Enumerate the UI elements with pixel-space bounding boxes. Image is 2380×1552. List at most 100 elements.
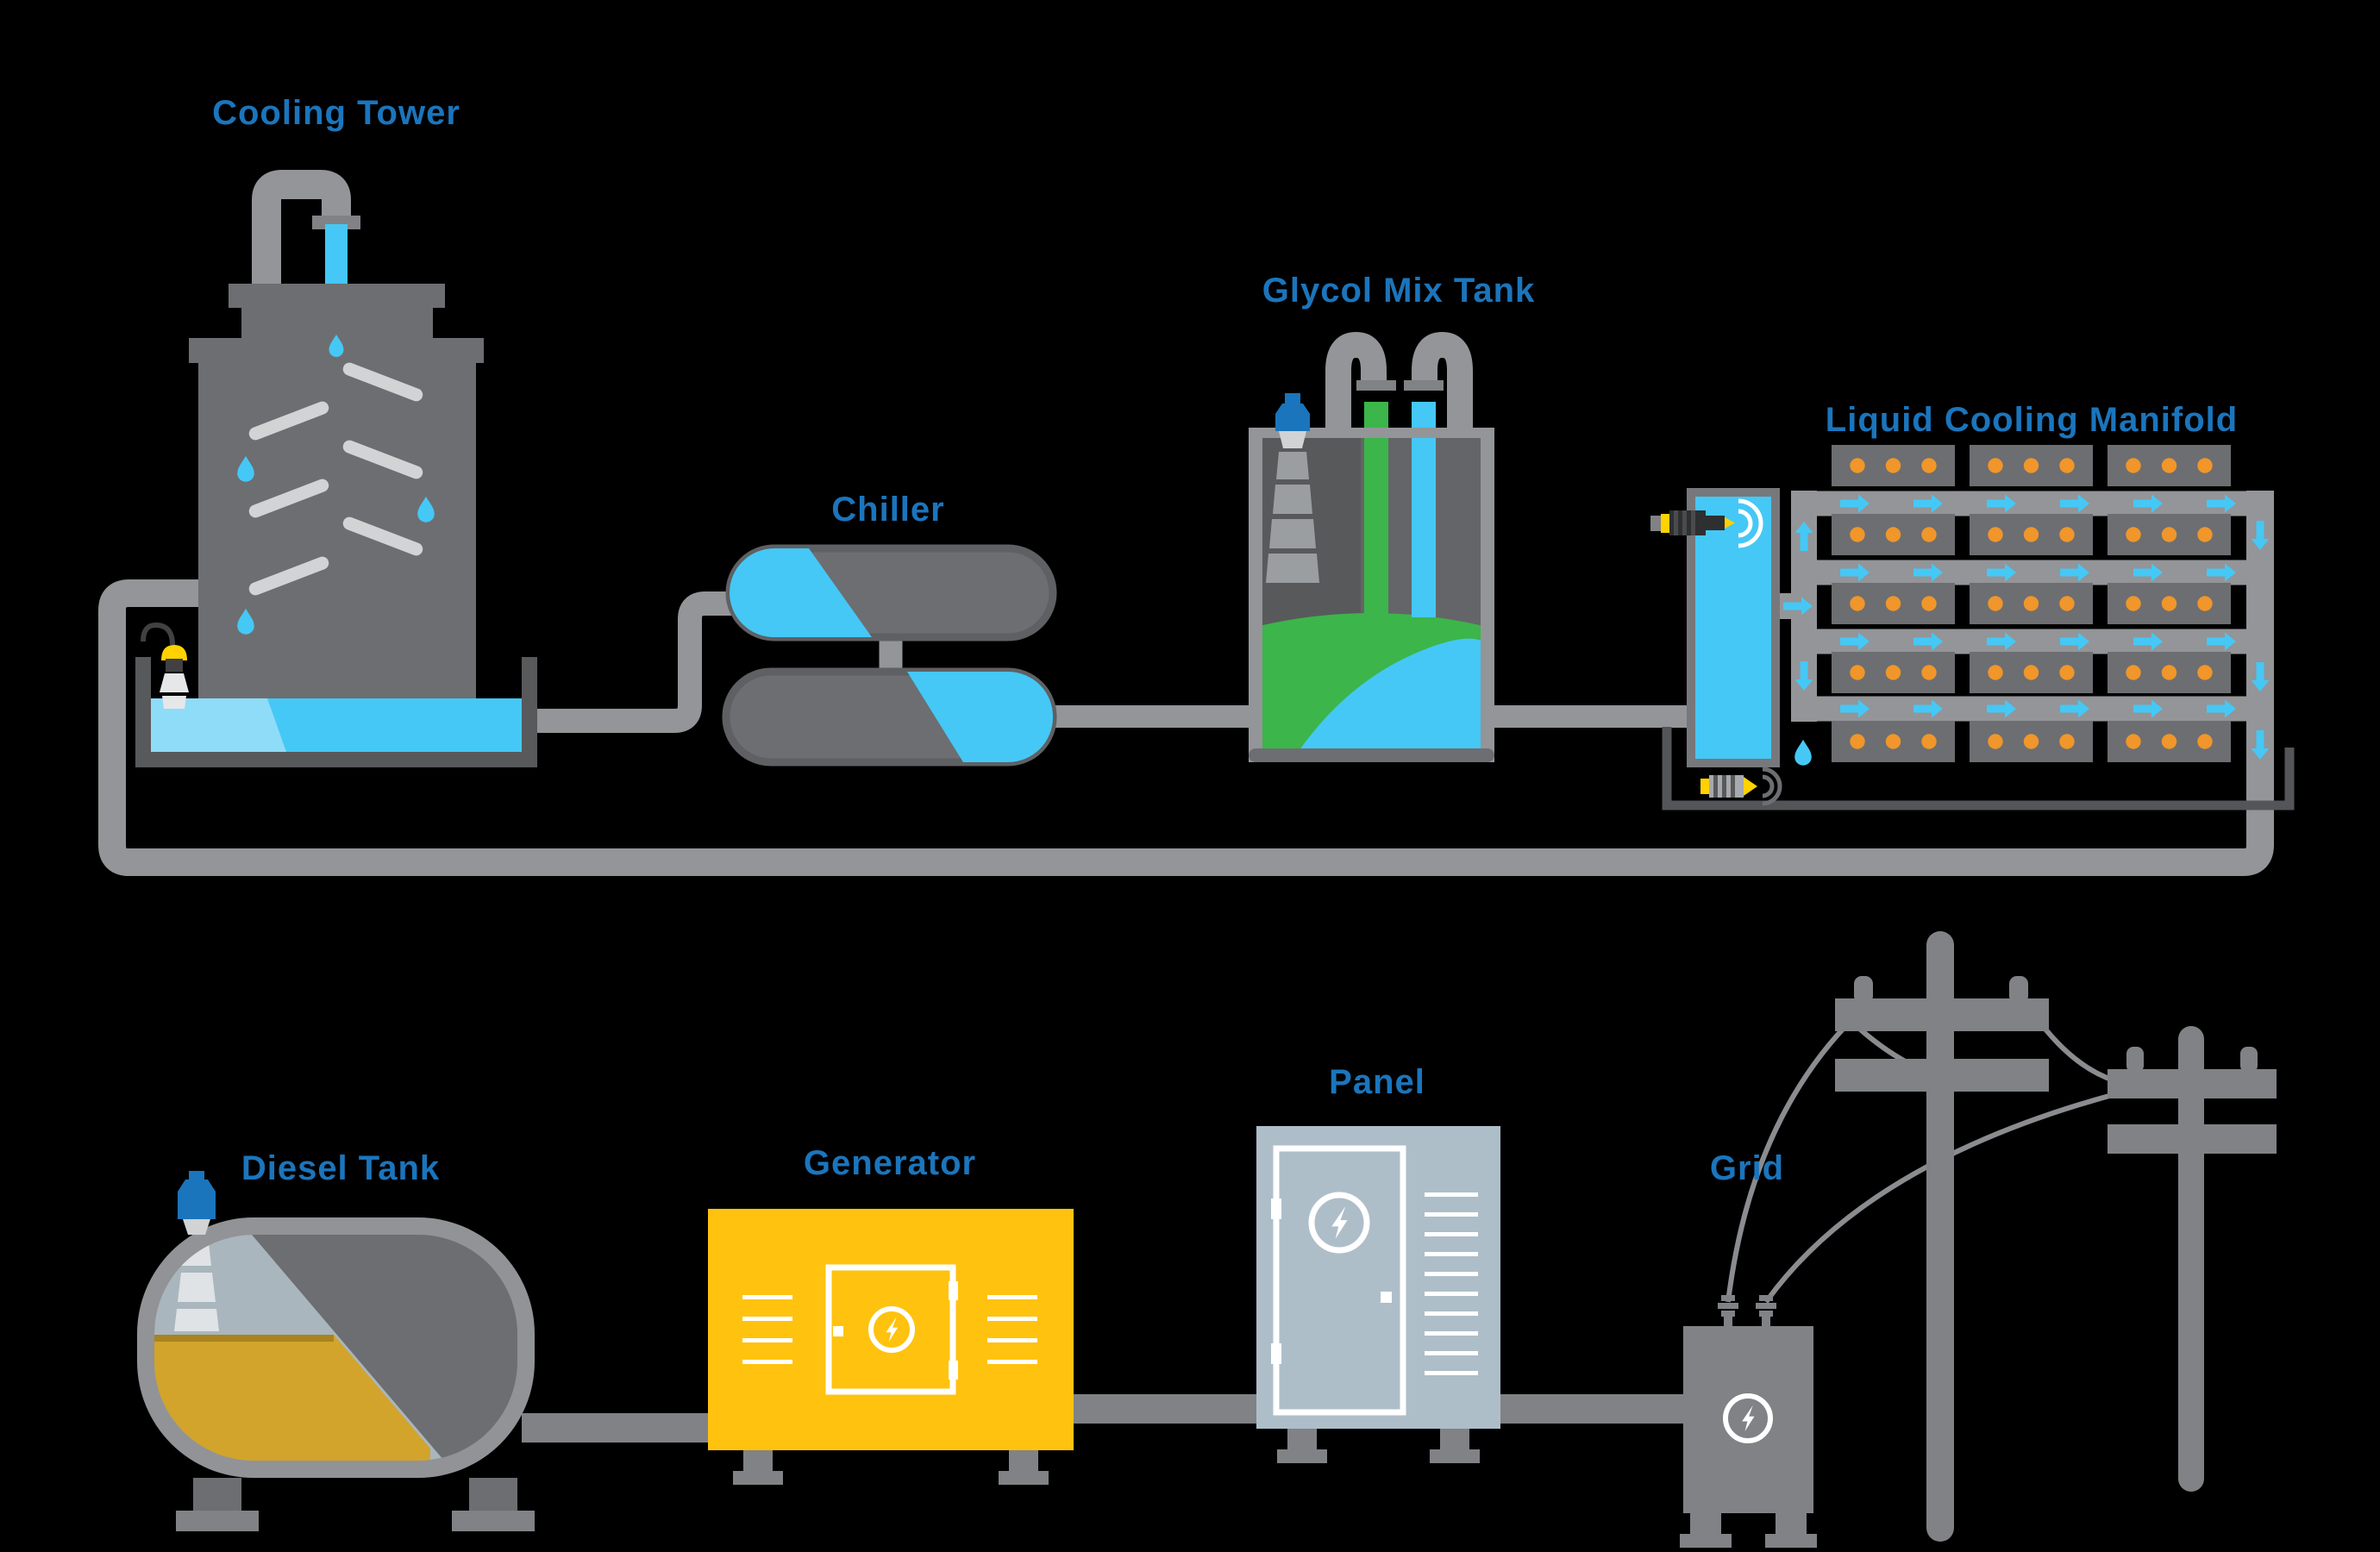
server-dot-icon <box>2059 458 2075 473</box>
vent-line <box>987 1338 1037 1342</box>
server-dot-icon <box>1988 665 2003 680</box>
server-dot-icon <box>1988 596 2003 611</box>
basin-water-light <box>151 698 286 752</box>
server-dot-icon <box>1885 665 1901 680</box>
condensate-drip-icon <box>1794 739 1812 766</box>
power-bolt-icon <box>868 1306 915 1353</box>
panel <box>1256 1126 1500 1463</box>
server-dot-icon <box>1850 527 1865 542</box>
vent-line <box>987 1295 1037 1299</box>
manifold-drain-pipe <box>1662 727 2295 810</box>
generator <box>708 1209 1074 1485</box>
server-dot-icon <box>2059 665 2075 680</box>
generator-door <box>825 1264 956 1395</box>
server-dot-icon <box>2126 458 2141 473</box>
chiller <box>722 544 1057 767</box>
server-dot-icon <box>2126 734 2141 749</box>
server-dot-icon <box>1885 458 1901 473</box>
vent-line <box>1425 1272 1478 1276</box>
utility-pole-large <box>1835 931 2049 1542</box>
server-dot-icon <box>2161 596 2177 611</box>
utility-pole-small <box>2108 1026 2277 1492</box>
fill-pipe-flange <box>1404 380 1444 391</box>
reservoir-water <box>1695 497 1771 759</box>
server-dot-icon <box>2197 596 2213 611</box>
server-dot-icon <box>1850 734 1865 749</box>
basin-to-chiller-pipe <box>526 591 743 733</box>
server-blocks <box>1832 445 2231 762</box>
vent-line <box>742 1317 792 1321</box>
label-glycol-mix-tank: Glycol Mix Tank <box>1262 272 1536 310</box>
tank-legs <box>176 1478 535 1531</box>
server-dot-icon <box>2161 458 2177 473</box>
fill-pipe-flange <box>1356 380 1396 391</box>
server-dot-icon <box>2059 734 2075 749</box>
radar-beam <box>1266 452 1319 583</box>
cooling-tower <box>135 216 537 767</box>
label-chiller: Chiller <box>831 491 945 529</box>
server-dot-icon <box>2197 527 2213 542</box>
vent-line <box>987 1360 1037 1364</box>
server-dot-icon <box>2023 665 2039 680</box>
label-diesel-tank: Diesel Tank <box>241 1149 441 1187</box>
label-cooling-tower: Cooling Tower <box>212 94 460 132</box>
server-dot-icon <box>2161 527 2177 542</box>
server-dot-icon <box>2197 734 2213 749</box>
server-dot-icon <box>2059 596 2075 611</box>
server-dot-icon <box>1921 458 1937 473</box>
reservoir-sensor-icon <box>1650 498 1763 548</box>
diesel-fuel <box>154 1335 430 1461</box>
diesel-radar-sensor-icon <box>178 1171 216 1235</box>
server-dot-icon <box>1988 527 2003 542</box>
vent-line <box>1425 1371 1478 1375</box>
grid-section <box>1680 931 2277 1548</box>
server-dot-icon <box>2023 527 2039 542</box>
vent-line <box>987 1317 1037 1321</box>
panel-cabinet <box>1256 1126 1500 1429</box>
label-generator: Generator <box>803 1144 977 1182</box>
glycol-pool-blue <box>1293 638 1483 759</box>
faucet-water-stream <box>325 224 348 288</box>
power-bolt-icon <box>1308 1192 1370 1254</box>
server-dot-icon <box>2197 458 2213 473</box>
tower-faucet-pipe <box>252 170 351 293</box>
power-bolt-icon <box>1723 1393 1773 1443</box>
vent-line <box>1425 1351 1478 1355</box>
server-dot-icon <box>1885 734 1901 749</box>
vent-line <box>742 1360 792 1364</box>
server-dot-icon <box>2059 527 2075 542</box>
basin-level-sensor-icon <box>141 622 189 709</box>
faucet-flange <box>312 216 360 229</box>
server-dot-icon <box>1988 458 2003 473</box>
label-panel: Panel <box>1329 1063 1425 1101</box>
vent-line <box>1425 1331 1478 1336</box>
vent-line <box>742 1295 792 1299</box>
tower-basin <box>135 657 537 767</box>
server-dot-icon <box>1850 665 1865 680</box>
glycol-radar-sensor-icon <box>1266 393 1319 583</box>
transformer <box>1680 1295 1817 1548</box>
server-dot-icon <box>2126 596 2141 611</box>
vent-line <box>1425 1212 1478 1217</box>
label-grid: Grid <box>1709 1149 1785 1187</box>
server-dot-icon <box>1850 458 1865 473</box>
drain-flow-sensor-icon <box>1700 767 1782 806</box>
tower-fill-slats <box>248 362 423 596</box>
server-dot-icon <box>2023 734 2039 749</box>
glycol-u-pipe-right <box>1412 331 1473 431</box>
server-dot-icon <box>1988 734 2003 749</box>
vent-line <box>742 1338 792 1342</box>
liquid-cooling-manifold <box>1650 445 2270 806</box>
vent-line <box>1425 1192 1478 1197</box>
label-liquid-cooling-manifold: Liquid Cooling Manifold <box>1825 401 2239 439</box>
chiller-bottom-coolant <box>907 672 1053 762</box>
vent-line <box>1425 1311 1478 1316</box>
server-dot-icon <box>1885 596 1901 611</box>
server-dot-icon <box>2161 665 2177 680</box>
tower-body <box>189 284 484 703</box>
vent-line <box>1425 1292 1478 1296</box>
panel-door <box>1273 1145 1406 1416</box>
server-dot-icon <box>1921 665 1937 680</box>
server-dot-icon <box>2023 596 2039 611</box>
